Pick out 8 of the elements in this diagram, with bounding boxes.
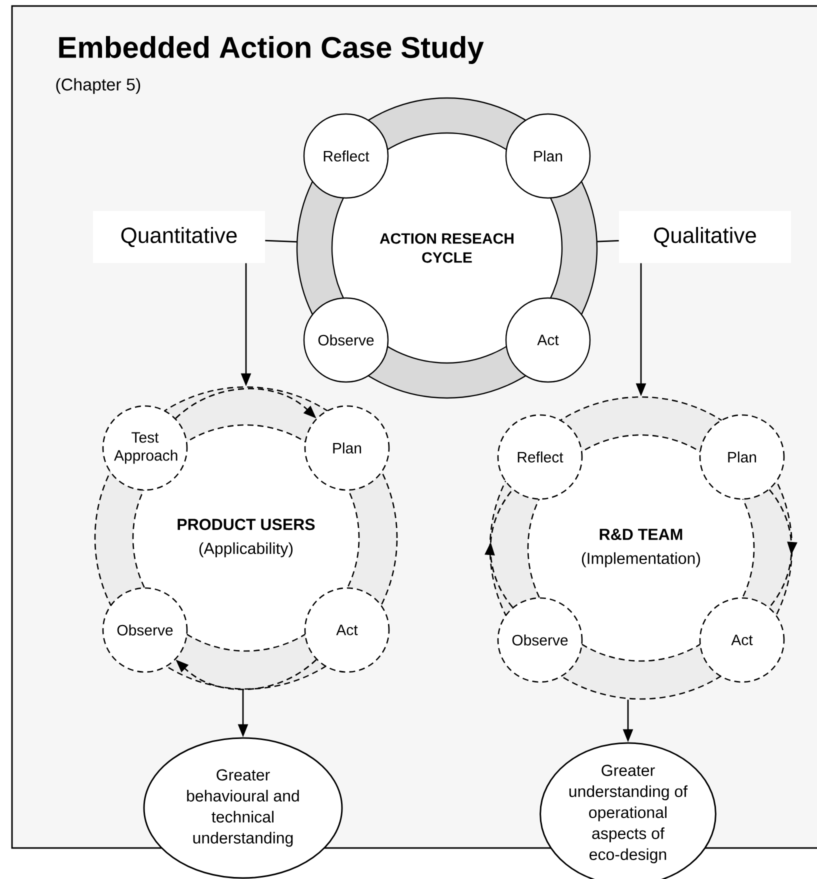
subtitle: (Chapter 5): [56, 78, 140, 94]
method-box: Quantitative: [93, 211, 265, 263]
arrow: [484, 489, 514, 608]
connector-line: [265, 240, 297, 243]
arrow: [768, 489, 798, 608]
connector-line: [597, 240, 619, 242]
title: Embedded Action Case Study: [59, 36, 484, 64]
method-box: Qualitative: [619, 211, 791, 263]
